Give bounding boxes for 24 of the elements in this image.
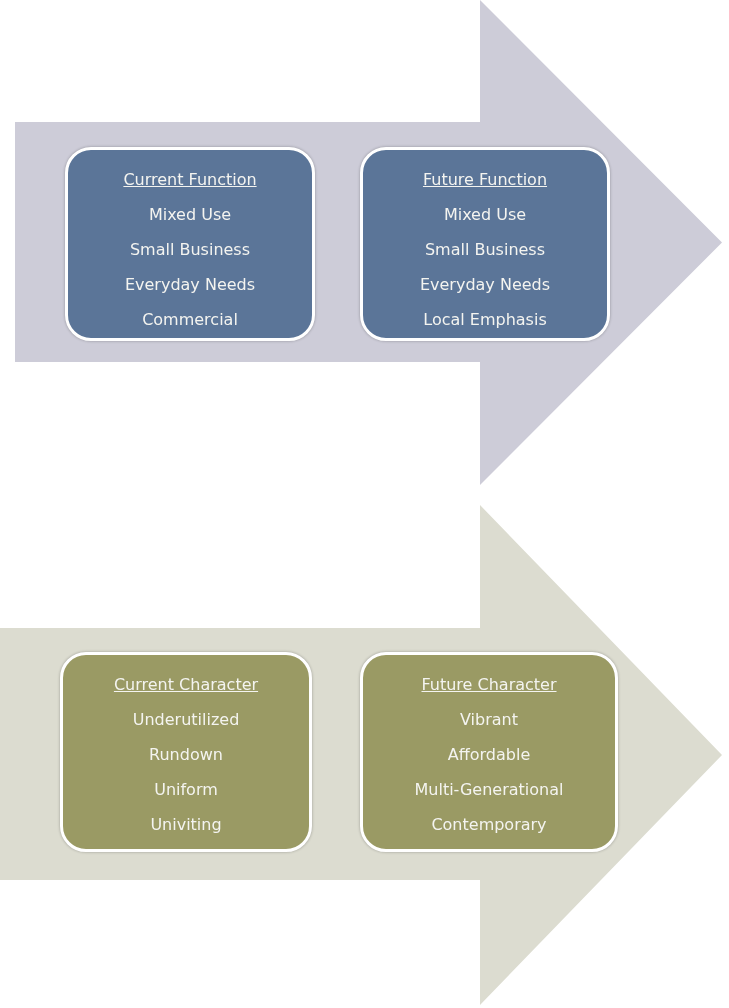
info-card xyxy=(65,147,315,341)
list-item: Uniform xyxy=(154,779,218,801)
card-heading: Current Character xyxy=(113,674,259,696)
list-item: Mixed Use xyxy=(443,204,527,226)
list-item: Contemporary xyxy=(431,814,547,836)
list-item: Vibrant xyxy=(460,709,518,731)
list-item: Mixed Use xyxy=(148,204,232,226)
card-heading: Future Function xyxy=(422,169,548,191)
card-heading: Current Function xyxy=(123,169,257,191)
list-item: Univiting xyxy=(150,814,222,836)
info-card xyxy=(60,652,312,852)
list-item: Local Emphasis xyxy=(423,309,547,331)
list-item: Commercial xyxy=(142,309,238,331)
list-item: Affordable xyxy=(447,744,531,766)
info-card xyxy=(360,147,610,341)
list-item: Underutilized xyxy=(132,709,240,731)
list-item: Everyday Needs xyxy=(124,274,256,296)
list-item: Rundown xyxy=(149,744,223,766)
list-item: Small Business xyxy=(129,239,251,261)
list-item: Small Business xyxy=(424,239,546,261)
info-card xyxy=(360,652,618,852)
list-item: Everyday Needs xyxy=(419,274,551,296)
list-item: Multi-Generational xyxy=(414,779,564,801)
card-heading: Future Character xyxy=(421,674,557,696)
